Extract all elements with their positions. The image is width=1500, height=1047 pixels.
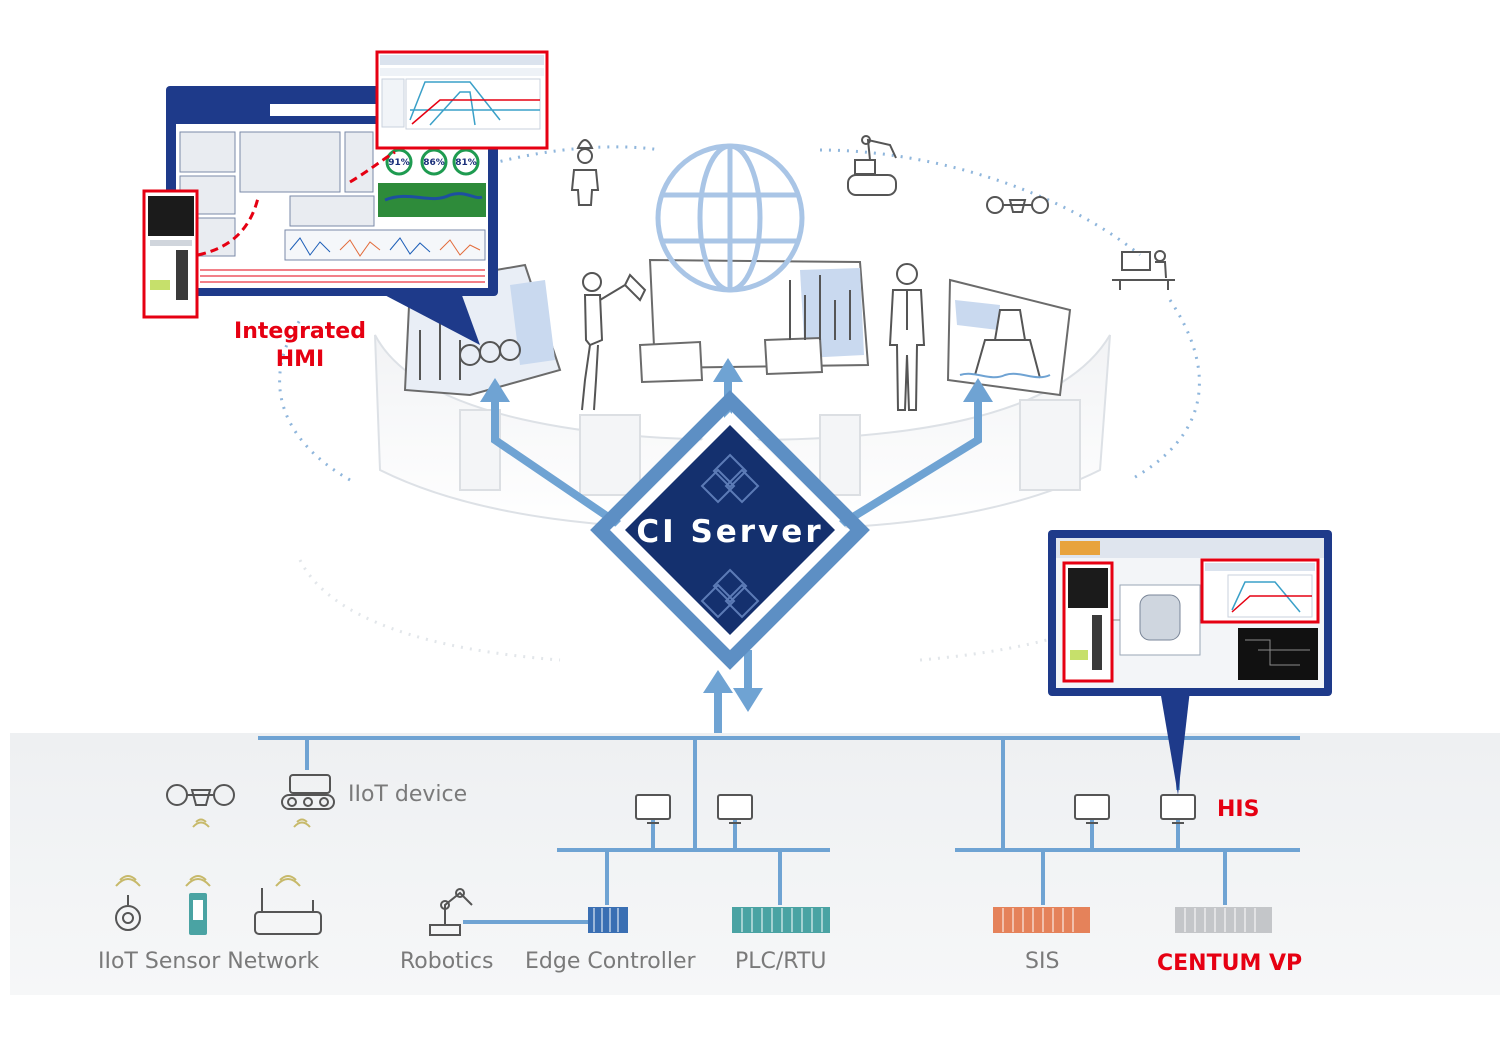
iiot-device-label: IIoT device bbox=[348, 782, 467, 807]
server-io-arrows bbox=[714, 650, 752, 740]
integrated-hmi-label-line1: Integrated bbox=[234, 319, 366, 344]
his-label: HIS bbox=[1217, 797, 1259, 822]
drone-icon bbox=[986, 196, 1049, 214]
robotics-label: Robotics bbox=[400, 949, 493, 974]
sis-rack bbox=[993, 907, 1090, 933]
iiot-sensor-network-label: IIoT Sensor Network bbox=[98, 949, 319, 974]
arrow-heads bbox=[480, 358, 993, 712]
workstation-icon bbox=[635, 794, 1196, 824]
integrated-hmi-label-line2: HMI bbox=[276, 347, 325, 372]
drone-icon bbox=[166, 784, 235, 806]
centum-vp-label: CENTUM VP bbox=[1157, 951, 1302, 976]
worker-icon bbox=[570, 139, 600, 206]
gauge-1-value: 91% bbox=[388, 158, 410, 168]
ci-server-label: CI Server bbox=[636, 514, 823, 550]
gauge-3-value: 81% bbox=[455, 158, 477, 168]
sensor-icon-2 bbox=[189, 893, 207, 935]
edge-controller-label: Edge Controller bbox=[525, 949, 697, 974]
ci-server-node: CI Server bbox=[590, 390, 870, 670]
sensor-icon bbox=[115, 895, 141, 931]
plant-illustration bbox=[419, 275, 1051, 380]
cloud-ellipse bbox=[278, 145, 1201, 482]
plc-rtu-rack bbox=[732, 907, 830, 933]
lower-ellipse bbox=[298, 559, 1192, 662]
tracked-vehicle-icon bbox=[281, 774, 335, 810]
robot-arm-icon bbox=[429, 888, 473, 936]
sis-label: SIS bbox=[1025, 949, 1059, 974]
plant-network-band bbox=[10, 733, 1500, 995]
desk-operator-icon bbox=[1112, 250, 1175, 290]
robot-figure bbox=[581, 272, 647, 411]
edge-controller-rack bbox=[588, 907, 628, 933]
wireless-signal-icon bbox=[115, 818, 311, 887]
centum-vp-rack bbox=[1175, 907, 1272, 933]
plc-rtu-label: PLC/RTU bbox=[735, 949, 827, 974]
gauge-2-value: 86% bbox=[423, 158, 445, 168]
his-monitor bbox=[1048, 530, 1332, 795]
support-pillars bbox=[459, 399, 1081, 496]
integrated-hmi-monitor: 91% 86% 81% bbox=[142, 50, 549, 345]
globe-icon bbox=[655, 143, 805, 293]
gateway-icon bbox=[254, 888, 322, 935]
network-bus bbox=[258, 736, 1300, 924]
businessman-figure bbox=[888, 263, 926, 411]
excavator-robot-icon bbox=[847, 135, 897, 196]
